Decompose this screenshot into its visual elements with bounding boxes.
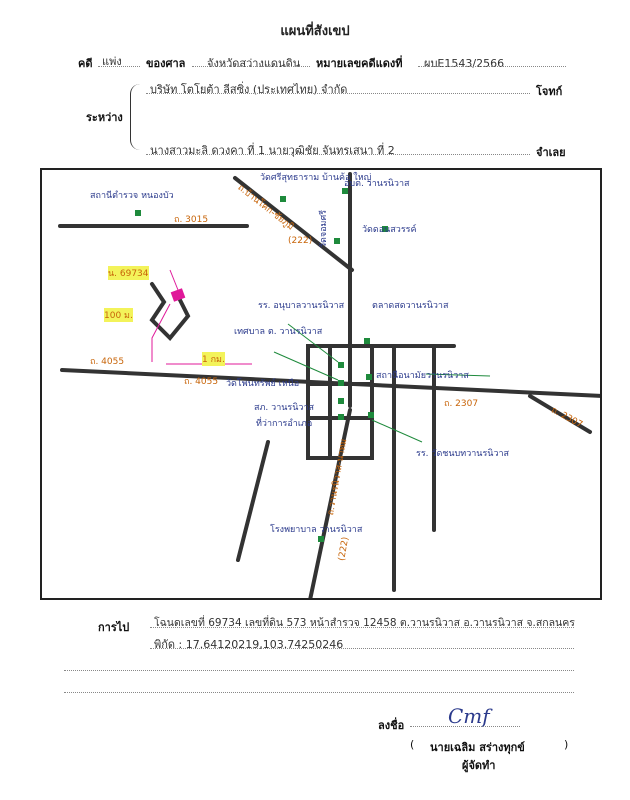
signature: Cmf bbox=[448, 704, 490, 728]
label-temple-chaiyaporn: สถานีตำรวจ หนองบัว bbox=[90, 191, 174, 201]
label-temple-mid: วัดโพนทรัพย์ เหนือ bbox=[226, 379, 300, 389]
label-bank: สถานีอนามัยวานรนิวาส bbox=[376, 371, 469, 381]
black-no-label: หมายเลขคดีแดงที่ bbox=[316, 57, 403, 70]
court-name: จังหวัดสว่างแดนดิน bbox=[207, 57, 301, 70]
label-road-222-top: (222) bbox=[288, 236, 313, 246]
court-label: ของศาล bbox=[146, 57, 186, 70]
label-road-3015: ถ. 3015 bbox=[174, 215, 209, 225]
road-to-natom bbox=[308, 408, 352, 598]
defendant-name: นางสาวมะลิ ดวงคา ที่ 1 นายวุฒิชัย จันทรเ… bbox=[150, 144, 395, 157]
goto-label: การไป bbox=[98, 621, 130, 634]
signer-role: ผู้จัดทำ bbox=[462, 759, 496, 772]
label-police: วัดจอมศรี bbox=[319, 209, 330, 249]
label-plot-no: น. 69734 bbox=[108, 266, 149, 280]
plot-marker bbox=[170, 288, 186, 302]
label-school-mid: รร. อนุบาลวานรนิวาส bbox=[258, 301, 345, 311]
label-ampur: อบต. วานรนิวาส bbox=[344, 179, 410, 189]
road-2307-right bbox=[528, 394, 592, 434]
label-hospital-bottom: โรงพยาบาล วานรนิวาส bbox=[270, 525, 363, 535]
between-label: ระหว่าง bbox=[86, 111, 123, 124]
case-label: คดี bbox=[78, 57, 93, 70]
black-no: ผบE1543/2566 bbox=[424, 57, 505, 70]
road-diagonal-top bbox=[233, 176, 354, 272]
paren-open: ( bbox=[410, 738, 415, 751]
plaintiff-name: บริษัท โตโยต้า ลีสซิ่ง (ประเทศไทย) จำกัด bbox=[150, 83, 348, 96]
coordinates: พิกัด : 17.64120219,103.74250246 bbox=[154, 638, 344, 651]
label-market: ตลาดสดวานรนิวาส bbox=[372, 301, 449, 311]
document-title: แผนที่สังเขป bbox=[280, 24, 350, 39]
goto-text: โฉนดเลขที่ 69734 เลขที่ดิน 573 หน้าสำรวจ… bbox=[154, 617, 575, 629]
label-office1: สภ. วานรนิวาส bbox=[254, 403, 314, 413]
case-type: แพ่ง bbox=[102, 55, 122, 68]
label-office2: ที่ว่าการอำเภอ bbox=[256, 419, 313, 429]
road-bottom-left bbox=[236, 440, 270, 562]
label-school-right: รร. วัดชนบทวานรนิวาส bbox=[416, 449, 510, 459]
label-temple-top: วัดศรีสุทธาราม บ้านค้อ ใหญ่ bbox=[260, 173, 372, 183]
road-network bbox=[58, 172, 600, 598]
parties-brace bbox=[130, 84, 143, 150]
sketch-map: สถานีตำรวจ หนองบัว วัดศรีสุทธาราม บ้านค้… bbox=[40, 168, 602, 600]
label-temple-right: วัดดอนสวรรค์ bbox=[362, 225, 417, 235]
defendant-role: จำเลย bbox=[536, 146, 566, 159]
label-hospital: เทศบาล ต. วานรนิวาส bbox=[234, 327, 323, 337]
label-distance-1km: 1 กม. bbox=[202, 352, 225, 366]
plaintiff-role: โจทก์ bbox=[536, 85, 563, 98]
signer-name: นายเฉลิม สร่างทุกข์ bbox=[430, 741, 525, 754]
label-road-2307-mid: ถ. 2307 bbox=[444, 399, 479, 409]
sign-label: ลงชื่อ bbox=[378, 719, 405, 732]
access-road bbox=[149, 282, 191, 341]
paren-close: ) bbox=[564, 738, 569, 751]
label-distance-100m: 100 ม. bbox=[104, 308, 133, 322]
label-road-4055-left: ถ. 4055 bbox=[90, 357, 125, 367]
label-road-4055-mid: ถ. 4055 bbox=[184, 377, 219, 387]
